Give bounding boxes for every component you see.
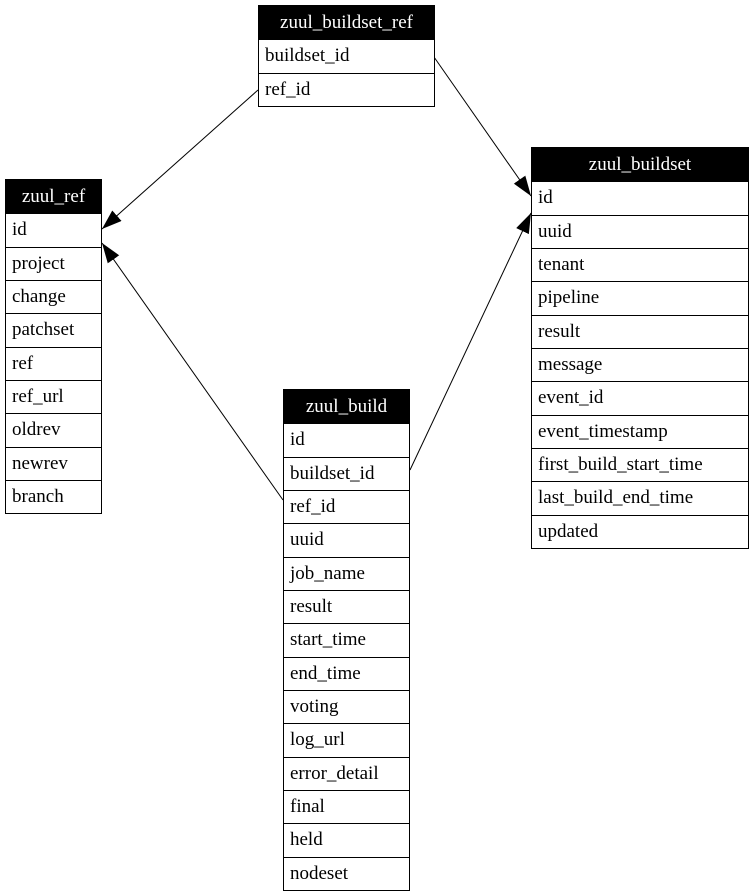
- table-row-pipeline: pipeline: [532, 281, 748, 315]
- table-title: zuul_buildset: [532, 148, 748, 182]
- table-row-event-timestamp: event_timestamp: [532, 414, 748, 448]
- table-row-ref: ref: [6, 346, 101, 380]
- table-row-result: result: [284, 589, 409, 624]
- arrow-buildset-ref-to-ref: [101, 89, 259, 230]
- table-zuul-ref: zuul_ref id project change patchset ref …: [5, 179, 102, 515]
- table-row-job-name: job_name: [284, 556, 409, 590]
- table-row-voting: voting: [284, 689, 409, 724]
- arrow-build-to-buildset: [409, 212, 532, 471]
- table-row-ref-id: ref_id: [284, 489, 409, 524]
- table-row-branch: branch: [6, 479, 101, 514]
- table-row-message: message: [532, 347, 748, 382]
- arrow-buildset-ref-to-buildset: [433, 56, 532, 197]
- table-zuul-buildset-ref: zuul_buildset_ref buildset_id ref_id: [258, 5, 435, 107]
- table-row-end-time: end_time: [284, 656, 409, 690]
- table-title: zuul_ref: [6, 180, 101, 214]
- table-row-nodeset: nodeset: [284, 856, 409, 890]
- table-row-start-time: start_time: [284, 623, 409, 657]
- table-row-change: change: [6, 279, 101, 314]
- table-row-final: final: [284, 789, 409, 824]
- arrow-build-to-ref: [101, 242, 284, 501]
- table-row-oldrev: oldrev: [6, 413, 101, 447]
- table-row-project: project: [6, 246, 101, 280]
- table-row-ref-url: ref_url: [6, 379, 101, 414]
- table-row-id: id: [284, 423, 409, 457]
- table-row-held: held: [284, 823, 409, 857]
- table-zuul-build: zuul_build id buildset_id ref_id uuid jo…: [283, 389, 410, 891]
- table-row-buildset-id: buildset_id: [259, 39, 434, 73]
- table-row-ref-id: ref_id: [259, 72, 434, 106]
- table-row-buildset-id: buildset_id: [284, 456, 409, 490]
- table-row-uuid: uuid: [532, 214, 748, 248]
- table-title: zuul_buildset_ref: [259, 6, 434, 40]
- table-row-updated: updated: [532, 514, 748, 548]
- table-row-error-detail: error_detail: [284, 756, 409, 790]
- table-row-newrev: newrev: [6, 446, 101, 480]
- table-row-last-build-end-time: last_build_end_time: [532, 481, 748, 515]
- table-row-event-id: event_id: [532, 381, 748, 415]
- table-zuul-buildset: zuul_buildset id uuid tenant pipeline re…: [531, 147, 749, 549]
- table-row-log-url: log_url: [284, 723, 409, 757]
- table-row-patchset: patchset: [6, 313, 101, 347]
- table-row-result: result: [532, 314, 748, 348]
- table-row-tenant: tenant: [532, 247, 748, 282]
- table-row-first-build-start-time: first_build_start_time: [532, 447, 748, 482]
- table-title: zuul_build: [284, 390, 409, 424]
- table-row-id: id: [6, 213, 101, 247]
- table-row-id: id: [532, 181, 748, 215]
- table-row-uuid: uuid: [284, 523, 409, 557]
